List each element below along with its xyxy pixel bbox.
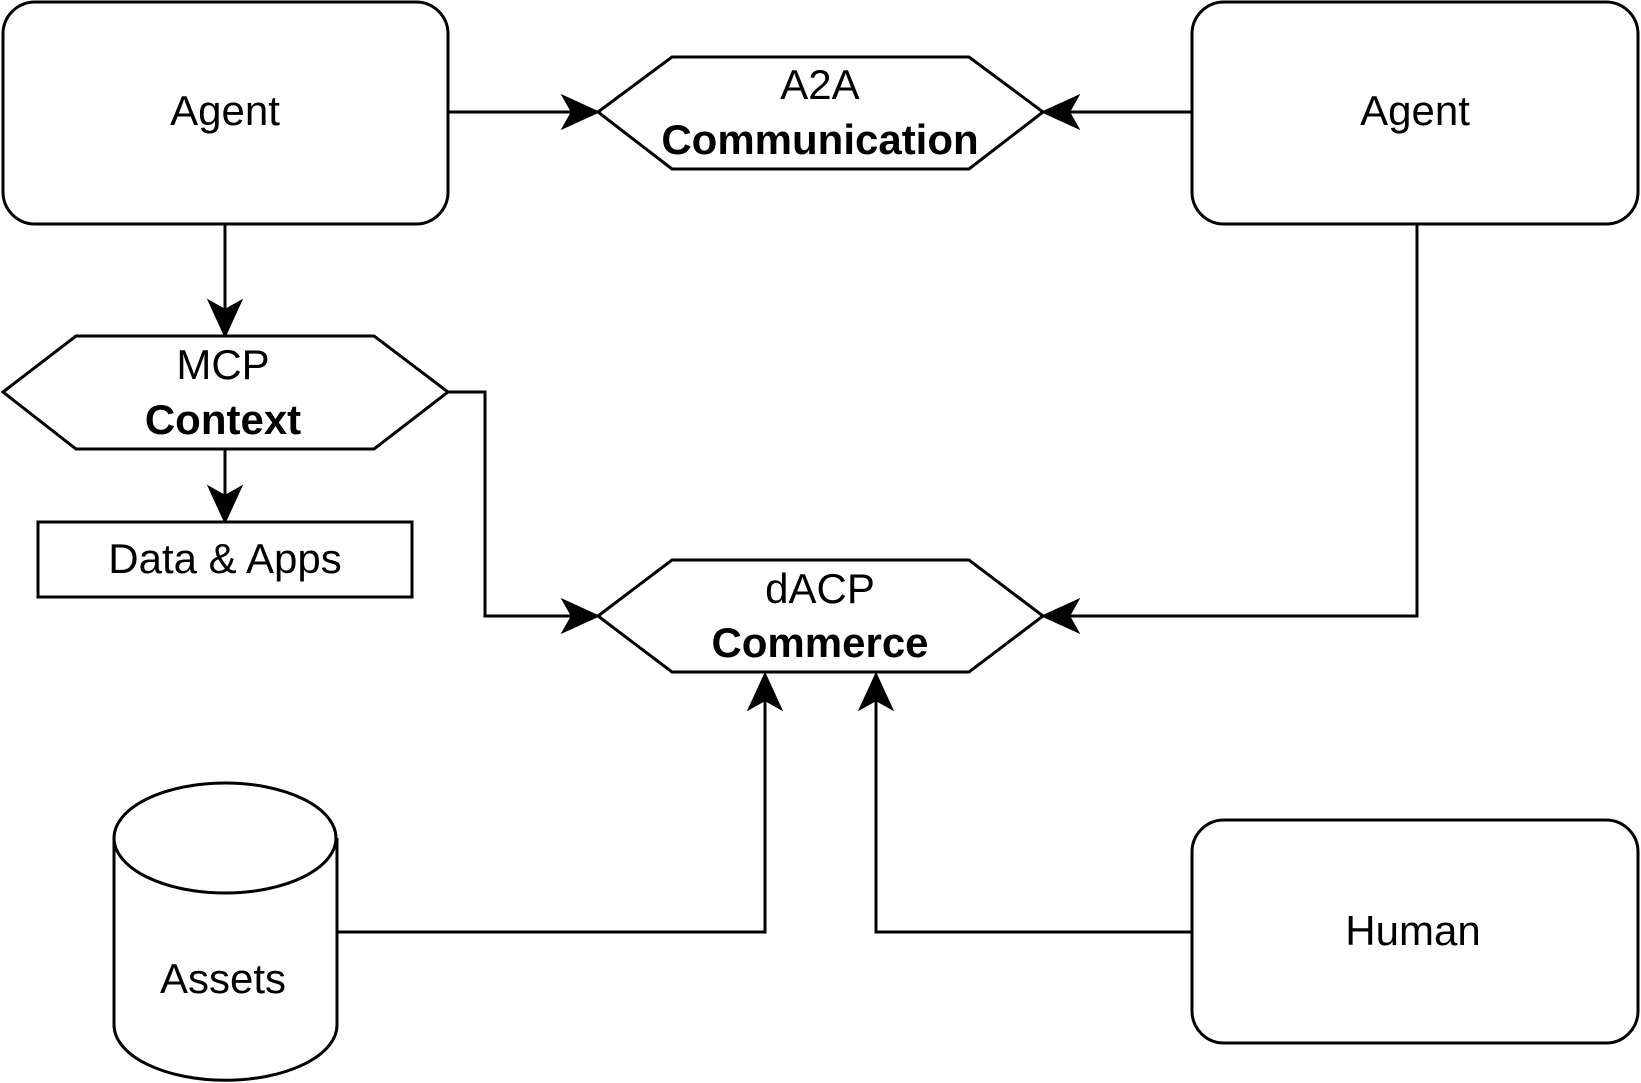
dacp-commerce-node: dACP Commerce <box>595 558 1046 674</box>
mcp-protocol-label: MCP <box>176 341 269 388</box>
edge-mcp-to-dacp <box>448 390 601 635</box>
mcp-context-node: MCP Context <box>0 334 451 451</box>
dacp-commerce-label: Commerce <box>711 619 928 666</box>
edge-assets-to-dacp <box>337 671 784 934</box>
edges <box>206 93 1419 934</box>
agent-right-label: Agent <box>1360 87 1470 134</box>
edge-agent-right-to-dacp <box>1040 224 1419 635</box>
assets-label: Assets <box>160 955 286 1002</box>
agent-left-label: Agent <box>170 87 280 134</box>
edge-agent-left-to-a2a <box>448 93 601 131</box>
human-label: Human <box>1345 907 1480 954</box>
dacp-protocol-label: dACP <box>765 565 875 612</box>
a2a-communication-label: Communication <box>661 116 978 163</box>
human-node: Human <box>1190 818 1640 1045</box>
edge-human-to-dacp <box>857 671 1192 934</box>
a2a-communication-node: A2A Communication <box>595 55 1046 171</box>
edge-mcp-to-data-apps <box>206 449 244 525</box>
assets-cylinder-node: Assets <box>112 781 339 1082</box>
edge-agent-right-to-a2a <box>1040 93 1192 131</box>
data-apps-node: Data & Apps <box>36 520 414 599</box>
agent-left-node: Agent <box>1 0 450 226</box>
agent-right-node: Agent <box>1190 0 1640 226</box>
a2a-protocol-label: A2A <box>780 61 859 108</box>
edge-agent-left-to-mcp <box>206 224 244 339</box>
data-apps-label: Data & Apps <box>108 535 341 582</box>
mcp-context-label: Context <box>145 396 301 443</box>
